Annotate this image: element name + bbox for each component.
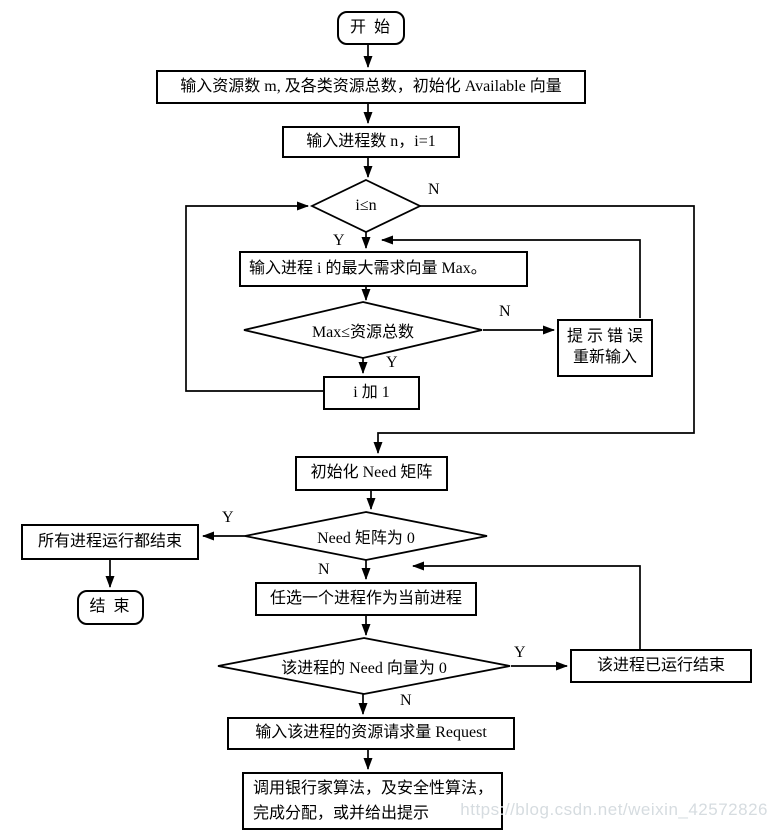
input-max-box: 输入进程 i 的最大需求向量 Max。: [239, 251, 528, 287]
branch-label-need-zero-no: N: [318, 561, 330, 578]
call-banker-line2: 完成分配，或并给出提示: [253, 805, 430, 822]
edge-i-le-n-no-to-init-need: [373, 205, 695, 454]
pick-process-label: 任选一个进程作为当前进程: [269, 589, 462, 607]
error-retry-box: 提 示 错 误 重新输入: [557, 319, 653, 377]
call-banker-line1: 调用银行家算法，及安全性算法，: [253, 780, 494, 797]
edge-error-retry-to-input-max: [381, 235, 641, 318]
error-retry-line1: 提 示 错 误: [566, 328, 643, 346]
start-node: 开 始: [337, 11, 405, 45]
proc-finished-label: 该进程已运行结束: [596, 656, 725, 674]
init-need-box: 初始化 Need 矩阵: [295, 456, 448, 491]
branch-label-i-le-n-yes: Y: [333, 232, 345, 249]
increment-i-box: i 加 1: [323, 376, 420, 410]
branch-label-max-no: N: [499, 303, 511, 320]
init-need-label: 初始化 Need 矩阵: [310, 464, 433, 482]
start-label: 开 始: [349, 18, 392, 36]
branch-label-i-le-n-no: N: [428, 181, 440, 198]
decision-i-le-n-shape: [309, 179, 423, 233]
input-request-box: 输入该进程的资源请求量 Request: [227, 717, 515, 750]
all-finished-label: 所有进程运行都结束: [37, 532, 182, 550]
decision-max-le-total-shape: [243, 301, 483, 359]
decision-need-zero-shape: [244, 511, 488, 561]
watermark-text: https://blog.csdn.net/weixin_42572826: [460, 800, 768, 819]
decision-proc-need-zero-shape: [217, 637, 511, 695]
end-node: 结 束: [77, 590, 144, 625]
branch-label-need-zero-yes: Y: [222, 509, 234, 526]
input-process-box: 输入进程数 n，i=1: [282, 126, 460, 158]
input-max-label: 输入进程 i 的最大需求向量 Max。: [249, 259, 487, 277]
branch-label-proc-need-no: N: [400, 692, 412, 709]
branch-label-proc-need-yes: Y: [514, 644, 526, 661]
pick-process-box: 任选一个进程作为当前进程: [255, 582, 477, 616]
edge-increment-i-to-cond-i-le-n: [185, 201, 323, 392]
call-banker-box: 调用银行家算法，及安全性算法， 完成分配，或并给出提示: [242, 772, 503, 830]
input-process-label: 输入进程数 n，i=1: [306, 132, 436, 150]
proc-finished-box: 该进程已运行结束: [570, 649, 752, 683]
input-resources-label: 输入资源数 m, 及各类资源总数，初始化 Available 向量: [180, 77, 562, 95]
input-request-label: 输入该进程的资源请求量 Request: [255, 724, 487, 742]
end-label: 结 束: [89, 598, 132, 616]
edge-proc-finished-to-pick-line: [412, 561, 641, 649]
increment-i-label: i 加 1: [353, 383, 390, 401]
error-retry-line2: 重新输入: [572, 349, 637, 366]
input-resources-box: 输入资源数 m, 及各类资源总数，初始化 Available 向量: [156, 70, 586, 104]
branch-label-max-yes: Y: [386, 354, 398, 371]
all-finished-box: 所有进程运行都结束: [21, 524, 199, 560]
